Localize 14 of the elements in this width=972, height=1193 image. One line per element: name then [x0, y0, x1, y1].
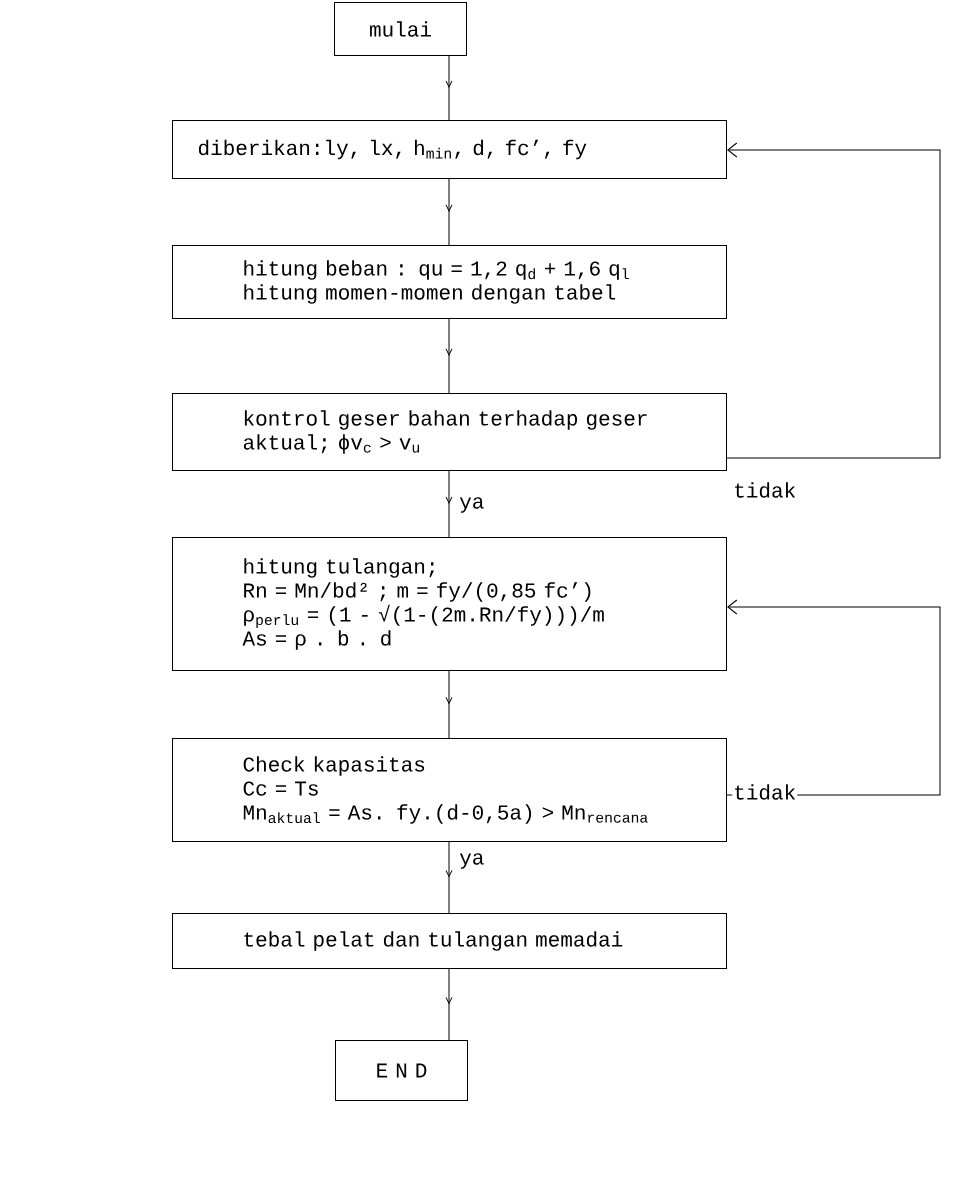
- terminal-box: mulai: [334, 2, 467, 56]
- loop-arrow: [726, 599, 941, 796]
- loop-arrow: [726, 142, 941, 459]
- edge-label: ya: [458, 496, 486, 514]
- process-box: kontrol geser bahan terhadap geser aktual; ϕv$_{c}$ > v$_{u}$: [172, 393, 727, 471]
- edge-label: tidak: [732, 481, 798, 499]
- process-box: Check kapasitas Cc = Ts Mn$_{aktual}$ = As. fy.(d-0,5a) > Mn$_{rencana}$: [172, 738, 727, 842]
- edge-label: ya: [458, 852, 486, 870]
- process-box: hitung tulangan; Rn = Mn/bd² ; m = fy/(0,85 fc’) ρ$_{perlu}$ = (1 - √(1-(2m.Rn/fy)))/m As = ρ . b . d: [172, 537, 727, 671]
- terminal-box: E N D: [335, 1040, 468, 1101]
- process-box: diberikan:ly, lx, h$_{min}$, d, fc’, fy: [172, 120, 727, 179]
- edge-label: tidak: [732, 783, 798, 801]
- process-box: tebal pelat dan tulangan memadai: [172, 913, 727, 969]
- process-box: hitung beban : qu = 1,2 q$_{d}$ + 1,6 q$_{l}$ hitung momen-momen dengan tabel: [172, 245, 727, 319]
